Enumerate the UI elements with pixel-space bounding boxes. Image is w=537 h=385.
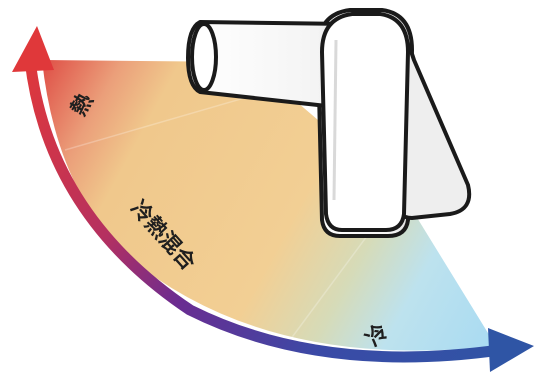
arrowhead-hot-icon xyxy=(12,26,54,72)
curved-arrow-icon xyxy=(24,54,506,363)
arrowhead-cold-icon xyxy=(488,328,534,372)
faucet-lever-icon xyxy=(186,8,472,238)
temperature-fan xyxy=(42,60,496,351)
hot-zone-divider xyxy=(64,91,266,151)
